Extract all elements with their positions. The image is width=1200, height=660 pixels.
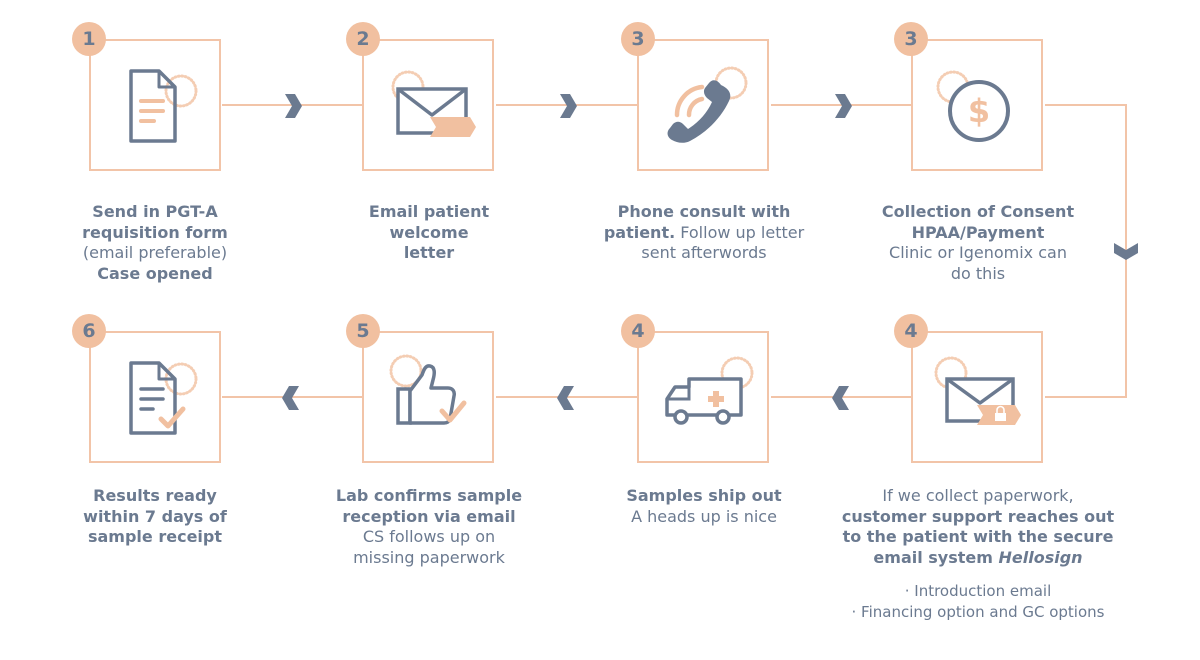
caption-line: email system Hellosign <box>818 548 1138 569</box>
step-number-badge: 4 <box>894 314 928 348</box>
caption-line: Clinic or Igenomix can <box>889 243 1067 262</box>
chevron-right-icon <box>285 94 302 118</box>
caption-line: customer support reaches out <box>841 506 1115 526</box>
chevron-left-icon <box>832 386 849 410</box>
caption-line: (email preferable) <box>82 243 228 262</box>
caption-line: Results ready <box>93 486 217 505</box>
caption-line: A heads up is nice <box>631 506 777 526</box>
caption-line: If we collect paperwork, <box>882 486 1074 505</box>
caption-line: Send in PGT-A <box>92 202 218 221</box>
step-1-box <box>89 39 221 171</box>
caption-line: welcome <box>389 222 469 242</box>
step-8-caption: Results ready within 7 days of sample re… <box>20 486 290 548</box>
step-6-caption: Samples ship out A heads up is nice <box>569 486 839 527</box>
caption-line: letter <box>403 243 455 262</box>
step-7-caption: Lab confirms sample reception via email … <box>294 486 564 568</box>
caption-bold-part: email system <box>873 547 999 567</box>
chevron-right-icon <box>835 94 852 118</box>
phone-icon <box>667 66 748 143</box>
document-check-icon <box>129 361 198 435</box>
caption-line: missing paperwork <box>353 547 505 567</box>
step-2-caption: Email patient welcome letter <box>294 202 564 264</box>
chevron-left-icon <box>282 386 299 410</box>
step-number-badge: 2 <box>346 22 380 56</box>
caption-line: sent afterwords <box>641 243 767 262</box>
step-number-badge: 6 <box>72 314 106 348</box>
secure-envelope-icon <box>934 356 1021 425</box>
caption-line: HPAA/Payment <box>911 222 1045 242</box>
document-icon <box>129 69 198 143</box>
step-5-box <box>911 331 1043 463</box>
chevron-left-icon <box>557 386 574 410</box>
step-number-badge: 3 <box>894 22 928 56</box>
hellosign-italic: Hellosign <box>998 547 1083 567</box>
caption-line: Samples ship out <box>626 486 782 505</box>
caption-line: do this <box>950 263 1006 283</box>
caption-line: patient. Follow up letter <box>569 223 839 244</box>
caption-line: Collection of Consent <box>881 202 1075 221</box>
step-number-badge: 1 <box>72 22 106 56</box>
step-number-badge: 5 <box>346 314 380 348</box>
caption-line: Case opened <box>97 263 213 283</box>
step-2-box <box>362 39 494 171</box>
bullet-item: · Introduction email <box>904 582 1052 600</box>
caption-line: Phone consult with <box>617 202 791 221</box>
step-7-box <box>362 331 494 463</box>
caption-line: requisition form <box>82 222 228 242</box>
step-number-badge: 3 <box>621 22 655 56</box>
dollar-coin-icon: $ <box>936 70 1010 142</box>
step-1-caption: Send in PGT-A requisition form (email pr… <box>20 202 290 284</box>
ambulance-icon <box>665 356 754 425</box>
step-number-badge: 4 <box>621 314 655 348</box>
caption-line: to the patient with the secure <box>842 527 1114 546</box>
caption-line: Email patient <box>368 202 490 221</box>
caption-regular-part: Follow up letter <box>675 222 805 242</box>
caption-line: sample receipt <box>87 527 222 546</box>
caption-line: Lab confirms sample <box>335 486 523 505</box>
thumbs-up-icon <box>389 354 467 425</box>
caption-bold-part: patient. <box>603 222 676 242</box>
step-8-box <box>89 331 221 463</box>
step-3-box <box>637 39 769 171</box>
step-4-caption: Collection of Consent HPAA/Payment Clini… <box>843 202 1113 284</box>
bullet-item: · Financing option and GC options <box>851 602 1105 621</box>
step-6-box <box>637 331 769 463</box>
step-5-caption: If we collect paperwork, customer suppor… <box>818 486 1138 568</box>
caption-line: reception via email <box>342 506 516 526</box>
chevron-right-icon <box>560 94 577 118</box>
step-3-caption: Phone consult with patient. Follow up le… <box>569 202 839 264</box>
chevron-down-icon <box>1114 243 1138 260</box>
svg-text:$: $ <box>968 92 990 130</box>
step-5-bullets: · Introduction email · Financing option … <box>818 581 1138 622</box>
caption-line: within 7 days of <box>83 506 227 526</box>
envelope-icon <box>391 70 476 137</box>
step-4-box: $ <box>911 39 1043 171</box>
caption-line: CS follows up on <box>362 527 496 546</box>
